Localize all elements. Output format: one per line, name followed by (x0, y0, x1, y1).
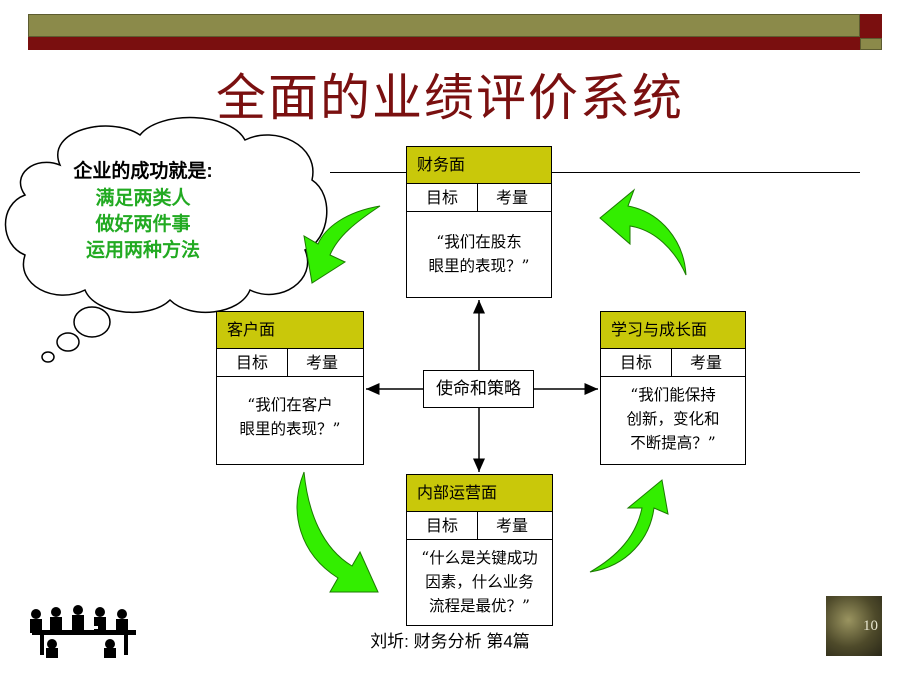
box-learning-body-2: 创新，变化和 (626, 410, 720, 428)
green-arrow-bottom-left (296, 471, 379, 593)
box-learning-col-measure: 考量 (690, 353, 723, 372)
cloud-heading: 企业的成功就是: (73, 161, 213, 182)
box-internal: 内部运营面 目标 考量 “什么是关键成功 因素，什么业务 流程是最优？” (406, 474, 553, 626)
box-finance-col-goal: 目标 (407, 184, 478, 211)
box-internal-body-1: “什么是关键成功 (421, 549, 538, 567)
box-customer-col-goal: 目标 (217, 349, 288, 376)
box-finance-col-measure: 考量 (496, 188, 529, 207)
page-number: 10 (863, 618, 878, 634)
box-learning: 学习与成长面 目标 考量 “我们能保持 创新，变化和 不断提高？” (600, 311, 746, 465)
box-customer-body-1: “我们在客户 (247, 396, 333, 414)
corner-block-red (860, 14, 882, 38)
box-finance-title: 财务面 (407, 147, 551, 184)
box-learning-body-1: “我们能保持 (630, 386, 716, 404)
thought-cloud (4, 116, 328, 363)
green-arrow-top-left (303, 205, 381, 284)
box-finance: 财务面 目标 考量 “我们在股东 眼里的表现？” (406, 146, 552, 298)
box-internal-title: 内部运营面 (407, 475, 552, 512)
page-number-badge (826, 596, 882, 656)
box-finance-body-1: “我们在股东 (436, 233, 522, 251)
top-bar-olive (28, 14, 860, 37)
top-bar-red (28, 37, 860, 50)
box-internal-body-3: 流程是最优？” (429, 597, 530, 615)
mission-strategy-box: 使命和策略 (423, 370, 534, 408)
box-internal-body-2: 因素，什么业务 (425, 573, 534, 591)
box-learning-body-3: 不断提高？” (630, 434, 716, 452)
cloud-line-3: 运用两种方法 (85, 240, 200, 261)
footer-text: 刘圻: 财务分析 第4篇 (370, 632, 530, 651)
cloud-line-1: 满足两类人 (95, 188, 191, 209)
header-rule (330, 172, 860, 173)
box-customer-col-measure: 考量 (306, 353, 339, 372)
box-customer-body-2: 眼里的表现？” (239, 420, 341, 438)
box-customer-title: 客户面 (217, 312, 363, 349)
green-arrow-bottom-right (589, 479, 669, 573)
box-customer: 客户面 目标 考量 “我们在客户 眼里的表现？” (216, 311, 364, 465)
corner-block-olive (860, 38, 882, 50)
box-finance-body-2: 眼里的表现？” (428, 257, 530, 275)
box-internal-col-measure: 考量 (496, 516, 529, 535)
box-internal-col-goal: 目标 (407, 512, 478, 539)
green-arrow-top-right (599, 188, 687, 276)
cloud-line-2: 做好两件事 (95, 214, 191, 235)
page-title: 全面的业绩评价系统 (216, 69, 684, 127)
box-learning-title: 学习与成长面 (601, 312, 745, 349)
meeting-clipart-icon (30, 605, 136, 658)
box-learning-col-goal: 目标 (601, 349, 672, 376)
